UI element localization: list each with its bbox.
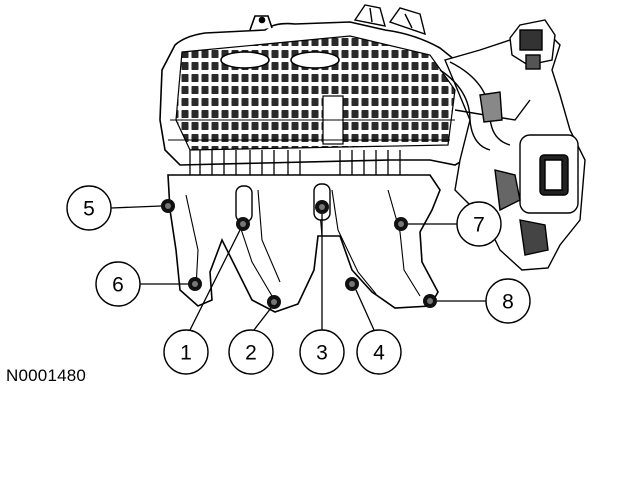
figure-id-label: N0001480 [6,366,87,385]
leader-1 [189,229,241,331]
leader-4 [355,289,375,331]
callout-3: 3 [299,329,345,375]
bolt-1 [236,217,250,231]
callout-5: 5 [66,185,112,231]
callouts: 5 6 7 8 1 2 3 4 [66,185,531,375]
callout-4-label: 4 [373,342,385,365]
bolt-3 [315,200,329,214]
callout-5-label: 5 [83,198,95,221]
callout-7-label: 7 [473,214,485,237]
bolt-8 [423,294,437,308]
callout-6: 6 [95,261,141,307]
leader-5 [110,205,162,209]
leader-2 [253,307,272,331]
manifold-plenum [159,15,491,166]
bolt-6 [188,277,202,291]
callout-7: 7 [456,201,502,247]
callout-2: 2 [228,329,274,375]
callout-8: 8 [485,278,531,324]
upper-pipe-flanges [353,4,426,36]
callout-8-label: 8 [502,291,514,314]
bolt-4 [345,277,359,291]
callout-3-label: 3 [316,342,328,365]
bolt-7 [394,217,408,231]
callout-1: 1 [163,329,209,375]
bolt-5 [161,199,175,213]
callout-1-label: 1 [180,342,192,365]
bolts [161,199,437,309]
callout-6-label: 6 [112,274,124,297]
callout-2-label: 2 [245,342,257,365]
callout-4: 4 [356,329,402,375]
leader-lines [110,205,486,331]
bolt-2 [267,295,281,309]
